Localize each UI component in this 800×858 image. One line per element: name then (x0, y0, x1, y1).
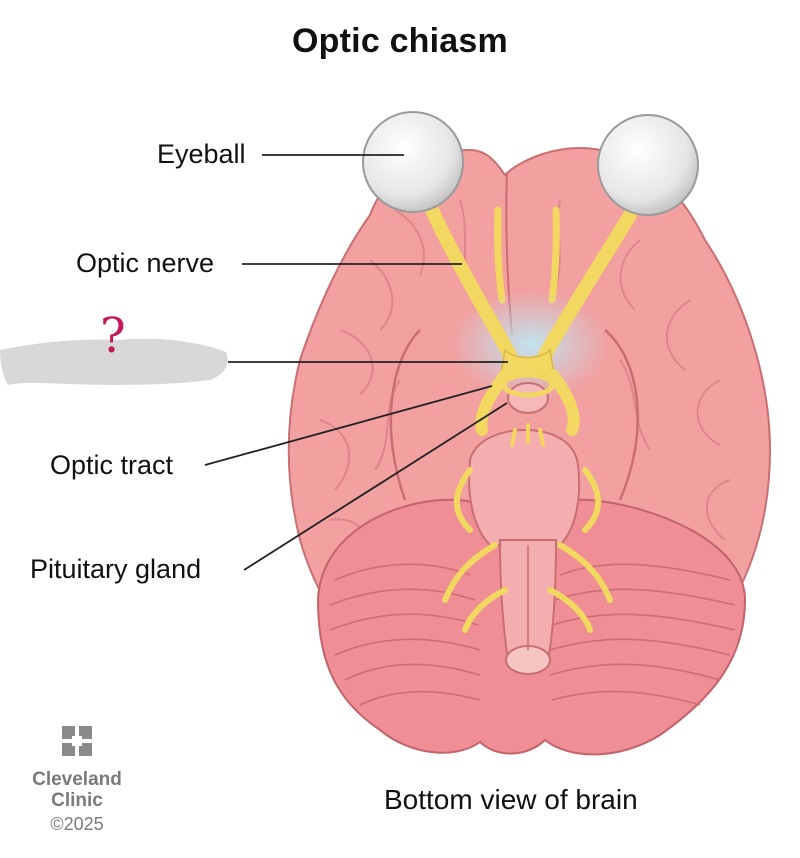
optic-nerve-left (425, 203, 517, 362)
optic-tract-right (547, 369, 580, 436)
cleveland-clinic-mark-icon (62, 726, 92, 756)
diagram-title: Optic chiasm (292, 22, 508, 60)
label-optic-nerve: Optic nerve (76, 248, 215, 278)
pituitary-leader (243, 402, 508, 571)
label-eyeball: Eyeball (157, 139, 246, 169)
figure-caption: Bottom view of brain (384, 784, 638, 815)
label-optic-tract: Optic tract (50, 450, 174, 480)
brand-line-1: Cleveland (32, 769, 122, 790)
optic-nerve-right (538, 208, 637, 362)
question-mark-scribble: ? (100, 308, 126, 364)
optic-tract-left (475, 369, 511, 436)
optic-tract-leader (204, 385, 493, 466)
copyright-year: ©2025 (50, 814, 104, 834)
brand-line-2: Clinic (51, 790, 103, 811)
eyeball-left-shape (362, 111, 464, 213)
eyeball-right-shape (597, 114, 699, 216)
pons (468, 428, 581, 546)
pituitary-gland-shape (507, 382, 549, 414)
cleveland-clinic-logo: Cleveland Clinic ©2025 (22, 726, 132, 835)
redaction-smudge (0, 338, 228, 385)
spinal-cord-section (505, 645, 551, 675)
label-pituitary-gland: Pituitary gland (30, 554, 202, 584)
